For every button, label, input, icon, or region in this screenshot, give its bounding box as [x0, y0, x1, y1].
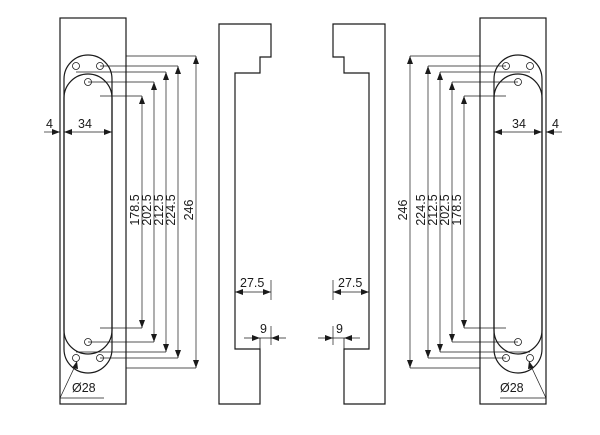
dimension-arrow — [139, 96, 145, 104]
left-front-view: 178.5 202.5 212.5 224.5 246 4 34 Ø28 — [44, 17, 199, 405]
right-section-profile — [332, 23, 386, 405]
dim-label-202-5: 202.5 — [438, 194, 452, 225]
dimension-arrow — [175, 66, 181, 74]
left-hinge-plate-outer — [63, 54, 113, 374]
dimension-arrow — [52, 129, 60, 135]
dimension-arrow — [139, 320, 145, 328]
dimension-arrow — [163, 344, 169, 352]
right-screw-hole — [526, 354, 534, 362]
dimension-arrow — [407, 360, 413, 368]
right-screw-hole — [526, 62, 534, 70]
dimension-arrow — [235, 289, 243, 295]
right-frame-outline — [479, 17, 547, 405]
dim-label-178-5: 178.5 — [128, 194, 142, 225]
left-side-section: 27.5 9 — [218, 23, 286, 405]
dimension-arrow — [425, 350, 431, 358]
dimension-arrow — [151, 334, 157, 342]
right-hinge-plate-inner — [493, 73, 543, 355]
dimension-arrow — [449, 82, 455, 90]
dim-label-34: 34 — [512, 117, 526, 131]
dimension-arrow — [193, 360, 199, 368]
dimension-arrow — [361, 289, 369, 295]
diameter-leader — [529, 363, 547, 399]
dimension-arrow — [252, 335, 260, 341]
dimension-arrow — [534, 129, 542, 135]
left-frame-outline — [59, 17, 127, 405]
dim-label-9: 9 — [336, 322, 343, 336]
right-side-section: 27.5 9 — [318, 23, 386, 405]
dimension-arrow — [193, 56, 199, 64]
left-hinge-plate-inner — [63, 73, 113, 355]
left-section-profile — [218, 23, 272, 405]
dimension-arrow — [72, 361, 78, 369]
dim-label-224-5: 224.5 — [414, 194, 428, 225]
dim-label-212-5: 212.5 — [426, 194, 440, 225]
dimension-arrow — [263, 289, 271, 295]
dim-label-diameter-28: Ø28 — [500, 381, 524, 395]
dimension-arrow — [151, 82, 157, 90]
dimension-arrow — [271, 335, 279, 341]
dim-label-4: 4 — [552, 117, 559, 131]
dim-label-246: 246 — [396, 200, 410, 221]
left-screw-hole — [72, 62, 80, 70]
dimension-arrow — [461, 96, 467, 104]
dim-label-224-5: 224.5 — [164, 194, 178, 225]
dimension-arrow — [528, 361, 534, 369]
dim-label-178-5: 178.5 — [450, 194, 464, 225]
dim-label-246: 246 — [182, 200, 196, 221]
right-front-view: 246 224.5 212.5 202.5 178.5 34 4 Ø28 — [396, 17, 562, 405]
dim-label-27-5: 27.5 — [240, 276, 264, 290]
dim-label-34: 34 — [78, 117, 92, 131]
dimension-arrow — [333, 289, 341, 295]
dimension-arrow — [461, 320, 467, 328]
dimension-arrow — [437, 72, 443, 80]
left-screw-hole — [72, 354, 80, 362]
dimension-arrow — [344, 335, 352, 341]
dimension-arrow — [437, 344, 443, 352]
dimension-arrow — [425, 66, 431, 74]
dim-label-212-5: 212.5 — [152, 194, 166, 225]
dimension-arrow — [175, 350, 181, 358]
right-hinge-plate-outer — [493, 54, 543, 374]
dim-label-diameter-28: Ø28 — [72, 381, 96, 395]
dimension-arrow — [449, 334, 455, 342]
dim-label-27-5: 27.5 — [338, 276, 362, 290]
dimension-arrow — [546, 129, 554, 135]
dimension-arrow — [163, 72, 169, 80]
dim-label-4: 4 — [46, 117, 53, 131]
dimension-arrow — [325, 335, 333, 341]
dimension-arrow — [407, 56, 413, 64]
diameter-leader — [59, 363, 77, 399]
dimension-arrow — [104, 129, 112, 135]
dim-label-202-5: 202.5 — [140, 194, 154, 225]
dim-label-9: 9 — [260, 322, 267, 336]
dimension-arrow — [494, 129, 502, 135]
